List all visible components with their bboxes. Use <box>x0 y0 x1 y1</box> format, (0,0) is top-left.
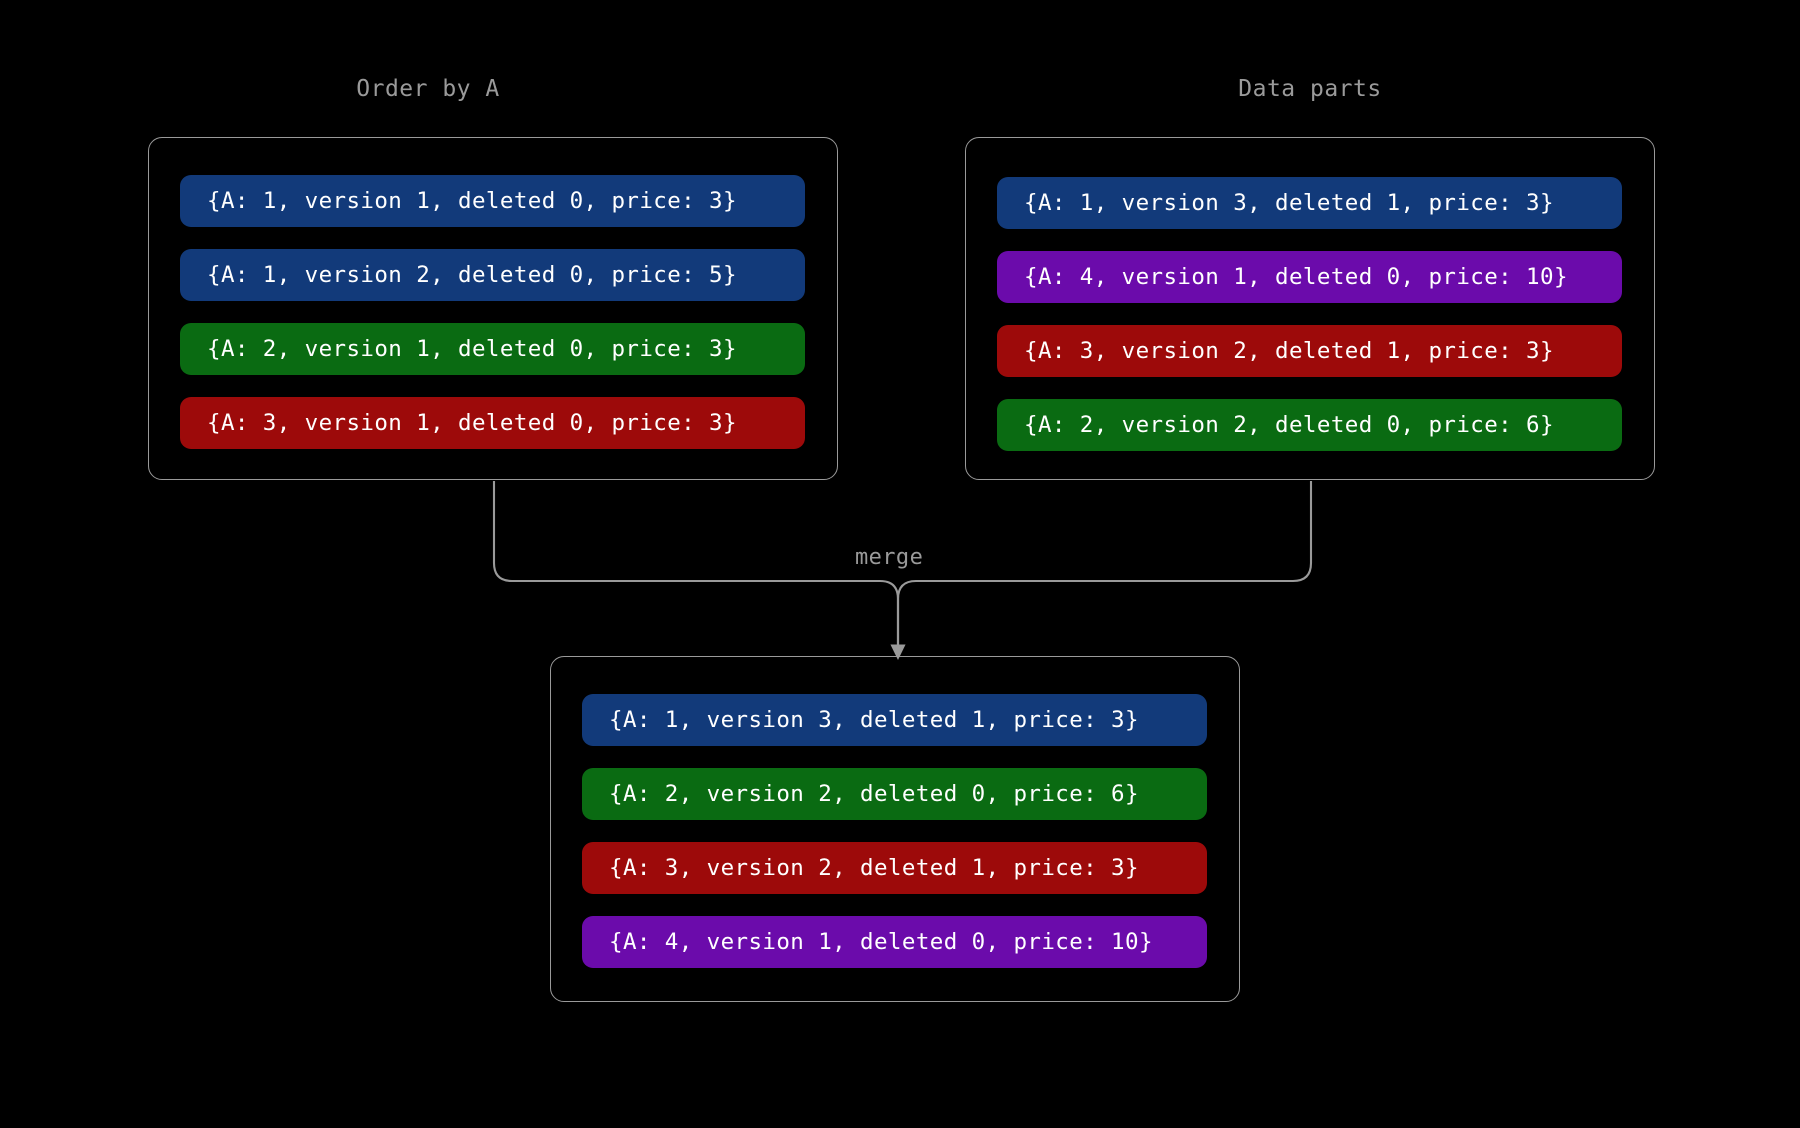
record-label: {A: 2, version 2, deleted 0, price: 6} <box>609 780 1139 807</box>
record-label: {A: 1, version 3, deleted 1, price: 3} <box>1024 189 1554 216</box>
record-pill: {A: 1, version 3, deleted 1, price: 3} <box>997 177 1622 229</box>
merge-label: merge <box>855 545 924 570</box>
record-pill: {A: 1, version 2, deleted 0, price: 5} <box>180 249 805 301</box>
record-pill: {A: 2, version 2, deleted 0, price: 6} <box>582 768 1207 820</box>
record-label: {A: 1, version 2, deleted 0, price: 5} <box>207 261 737 288</box>
left-panel-title: Order by A <box>356 76 500 102</box>
record-label: {A: 1, version 1, deleted 0, price: 3} <box>207 187 737 214</box>
record-label: {A: 1, version 3, deleted 1, price: 3} <box>609 706 1139 733</box>
record-pill: {A: 3, version 1, deleted 0, price: 3} <box>180 397 805 449</box>
record-pill: {A: 4, version 1, deleted 0, price: 10} <box>582 916 1207 968</box>
connector-path-right <box>896 481 1313 655</box>
record-label: {A: 3, version 2, deleted 1, price: 3} <box>609 854 1139 881</box>
record-label: {A: 4, version 1, deleted 0, price: 10} <box>1024 263 1568 290</box>
record-pill: {A: 3, version 2, deleted 1, price: 3} <box>582 842 1207 894</box>
record-label: {A: 3, version 1, deleted 0, price: 3} <box>207 409 737 436</box>
record-label: {A: 3, version 2, deleted 1, price: 3} <box>1024 337 1554 364</box>
record-label: {A: 4, version 1, deleted 0, price: 10} <box>609 928 1153 955</box>
connector-path-left <box>492 481 900 655</box>
record-pill: {A: 2, version 2, deleted 0, price: 6} <box>997 399 1622 451</box>
right-panel <box>965 137 1655 480</box>
record-pill: {A: 3, version 2, deleted 1, price: 3} <box>997 325 1622 377</box>
record-label: {A: 2, version 2, deleted 0, price: 6} <box>1024 411 1554 438</box>
record-pill: {A: 2, version 1, deleted 0, price: 3} <box>180 323 805 375</box>
record-pill: {A: 1, version 3, deleted 1, price: 3} <box>582 694 1207 746</box>
left-panel <box>148 137 838 480</box>
result-panel <box>550 656 1240 1002</box>
record-label: {A: 2, version 1, deleted 0, price: 3} <box>207 335 737 362</box>
right-panel-title: Data parts <box>1238 76 1382 102</box>
record-pill: {A: 1, version 1, deleted 0, price: 3} <box>180 175 805 227</box>
record-pill: {A: 4, version 1, deleted 0, price: 10} <box>997 251 1622 303</box>
